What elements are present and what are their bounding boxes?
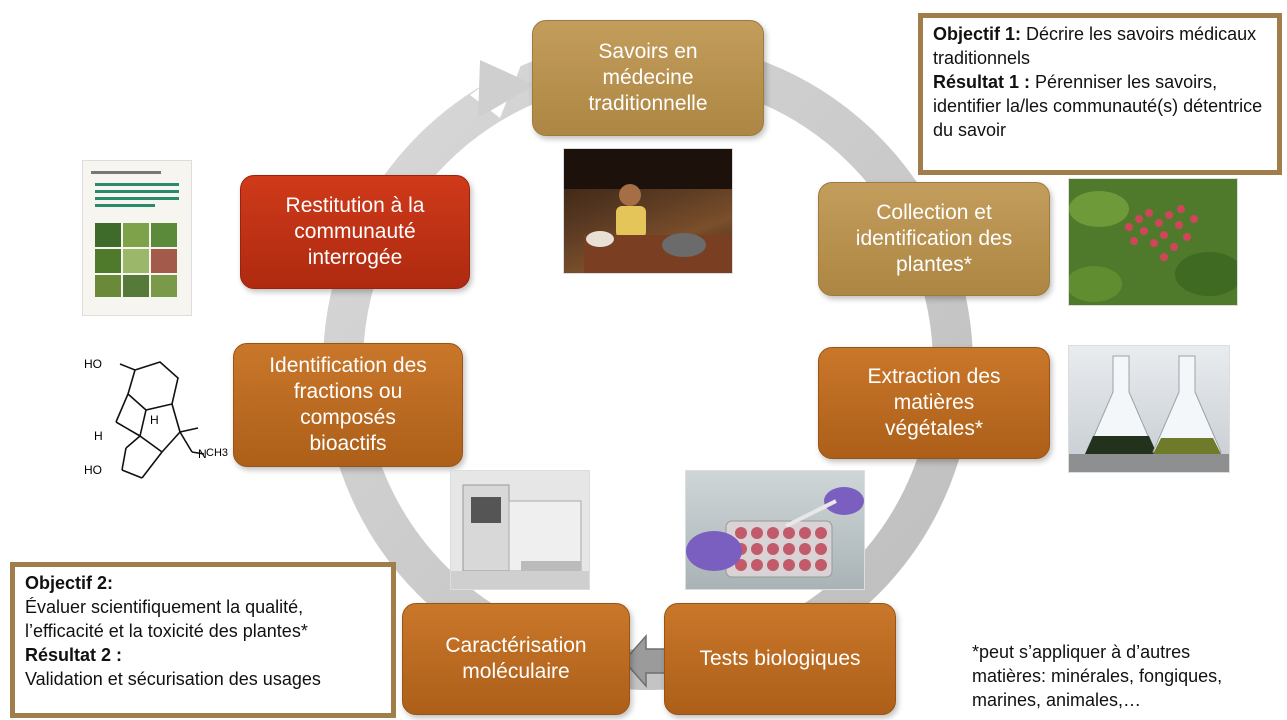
lab-instrument-photo — [450, 470, 590, 590]
node-collection: Collection et identification des plantes… — [818, 182, 1050, 296]
node-caracterisation-label: Caractérisation moléculaire — [445, 634, 587, 683]
molecule-ho-bottom: HO — [84, 463, 102, 477]
node-savoirs-label: Savoirs en médecine traditionnelle — [588, 40, 708, 115]
node-savoirs: Savoirs en médecine traditionnelle — [532, 20, 764, 136]
node-tests-label: Tests biologiques — [699, 647, 861, 670]
node-caracterisation: Caractérisation moléculaire — [402, 603, 630, 715]
node-restitution-label: Restitution à la communauté interrogée — [285, 194, 425, 269]
node-restitution: Restitution à la communauté interrogée — [240, 175, 470, 289]
molecule-ch3: CH3 — [206, 447, 228, 459]
objectif2-text: Évaluer scientifiquement la qualité, l’e… — [25, 597, 308, 641]
resultat2-title: Résultat 2 : — [25, 645, 123, 665]
molecule-h-mid: H — [150, 413, 159, 427]
ring-arrowhead-fill — [478, 60, 535, 118]
resultat1-title: Résultat 1 : — [933, 72, 1031, 92]
molecule-h-left: H — [94, 429, 103, 443]
flasks-photo — [1068, 345, 1230, 473]
objectif1-title: Objectif 1: — [933, 24, 1022, 44]
molecule-n: N — [198, 447, 207, 461]
resultat1-text: Pérenniser les savoirs, identifier la/le… — [933, 72, 1263, 140]
node-collection-label: Collection et identification des plantes… — [855, 201, 1013, 276]
node-identification-label: Identification des fractions ou composés… — [269, 354, 427, 455]
biotest-photo — [685, 470, 865, 590]
molecule-ho-top: HO — [84, 357, 102, 371]
objectif2-box: Objectif 2: Évaluer scientifiquement la … — [10, 562, 396, 718]
objectif1-text: Décrire les savoirs médicaux traditionne… — [933, 24, 1257, 68]
plant-photo — [1068, 178, 1238, 306]
node-identification: Identification des fractions ou composés… — [233, 343, 463, 467]
molecule-structure: HO H HO H N CH3 — [84, 357, 228, 479]
node-extraction: Extraction des matières végétales* — [818, 347, 1050, 459]
healer-photo — [563, 148, 733, 274]
objectif1-box: Objectif 1: Décrire les savoirs médicaux… — [918, 13, 1282, 175]
resultat2-text: Validation et sécurisation des usages — [25, 669, 321, 689]
book-cover — [82, 160, 192, 316]
footnote: *peut s’appliquer à d’autres matières: m… — [972, 642, 1223, 710]
node-tests: Tests biologiques — [664, 603, 896, 715]
node-extraction-label: Extraction des matières végétales* — [867, 365, 1001, 440]
objectif2-title: Objectif 2: — [25, 573, 114, 593]
